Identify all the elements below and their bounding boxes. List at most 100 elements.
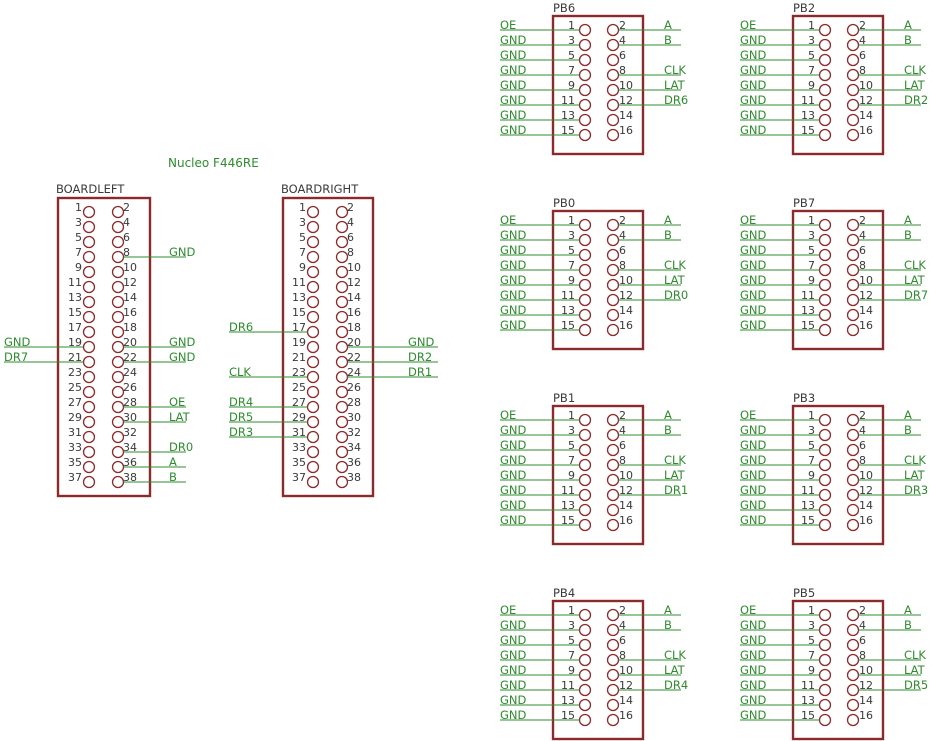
pin-15: [578, 323, 592, 337]
pin-number: 11: [561, 289, 575, 302]
net-label: GND: [740, 48, 767, 62]
net-label: GND: [740, 498, 767, 512]
pin-number: 11: [561, 679, 575, 692]
net-label: GND: [740, 273, 767, 287]
pin-9: [818, 278, 832, 292]
pin-number: 8: [859, 649, 866, 662]
pin-number: 37: [68, 471, 82, 484]
net-label: GND: [500, 243, 527, 257]
pin-number: 9: [808, 469, 815, 482]
pin-20: [111, 340, 125, 354]
pin-9: [818, 668, 832, 682]
net-label: B: [169, 470, 177, 484]
pin-number: 16: [619, 124, 633, 137]
pin-7: [578, 458, 592, 472]
pin-number: 4: [859, 34, 866, 47]
pin-number: 16: [859, 124, 873, 137]
net-label: OE: [500, 603, 516, 617]
pin-number: 4: [859, 619, 866, 632]
header-name: PB6: [553, 1, 575, 15]
pin-13: [578, 113, 592, 127]
net-label: GND: [408, 335, 435, 349]
pin-number: 13: [561, 499, 575, 512]
pin-number: 4: [619, 619, 626, 632]
net-label: GND: [500, 33, 527, 47]
pin-12: [606, 488, 620, 502]
pin-number: 23: [292, 366, 306, 379]
pin-8: [606, 653, 620, 667]
pin-2: [606, 218, 620, 232]
pin-number: 12: [347, 276, 361, 289]
pin-13: [578, 308, 592, 322]
net-label: LAT: [169, 410, 191, 424]
pin-number: 12: [619, 289, 633, 302]
pin-1: [578, 218, 592, 232]
pin-1: [818, 218, 832, 232]
pin-12: [846, 98, 860, 112]
net-label: GND: [169, 245, 196, 259]
net-label: GND: [740, 663, 767, 677]
pin-number: 10: [619, 274, 633, 287]
pin-number: 15: [561, 709, 575, 722]
pin-number: 7: [568, 259, 575, 272]
pin-11: [306, 280, 320, 294]
pin-number: 8: [859, 454, 866, 467]
net-label: GND: [740, 693, 767, 707]
header-body: [791, 14, 885, 156]
pin-number: 11: [561, 94, 575, 107]
pin-3: [82, 220, 96, 234]
pin-13: [818, 113, 832, 127]
pin-number: 2: [859, 19, 866, 32]
net-label: GND: [500, 273, 527, 287]
pin-4: [111, 220, 125, 234]
pin-7: [818, 68, 832, 82]
pin-16: [846, 713, 860, 727]
net-label: GND: [500, 228, 527, 242]
net-label: LAT: [904, 663, 926, 677]
net-label: GND: [740, 108, 767, 122]
pin-number: 10: [619, 664, 633, 677]
pin-number: 13: [801, 499, 815, 512]
pin-number: 6: [123, 231, 130, 244]
pin-35: [82, 460, 96, 474]
net-label: B: [904, 228, 912, 242]
pin-number: 24: [123, 366, 137, 379]
pin-13: [818, 503, 832, 517]
pin-16: [606, 518, 620, 532]
net-label: GND: [740, 483, 767, 497]
pin-14: [606, 113, 620, 127]
net-label: DR2: [904, 93, 928, 107]
pin-14: [846, 698, 860, 712]
pin-number: 11: [801, 484, 815, 497]
pin-number: 36: [347, 456, 361, 469]
net-label: GND: [500, 453, 527, 467]
pin-number: 10: [619, 469, 633, 482]
pin-2: [335, 205, 349, 219]
pin-number: 12: [859, 484, 873, 497]
net-label: CLK: [664, 453, 686, 467]
net-label: GND: [740, 303, 767, 317]
net-label: GND: [500, 438, 527, 452]
pin-number: 4: [859, 424, 866, 437]
pin-6: [846, 53, 860, 67]
pin-30: [111, 415, 125, 429]
pin-2: [606, 413, 620, 427]
pin-14: [846, 503, 860, 517]
pin-number: 10: [123, 261, 137, 274]
pin-4: [335, 220, 349, 234]
pin-number: 15: [561, 319, 575, 332]
net-label: GND: [740, 258, 767, 272]
pin-27: [306, 400, 320, 414]
pin-number: 9: [75, 261, 82, 274]
net-label: DR3: [229, 425, 253, 439]
pin-11: [578, 488, 592, 502]
pin-24: [111, 370, 125, 384]
pin-number: 9: [299, 261, 306, 274]
pin-11: [818, 98, 832, 112]
pin-number: 10: [619, 79, 633, 92]
net-label: GND: [500, 93, 527, 107]
pin-number: 32: [123, 426, 137, 439]
net-label: CLK: [229, 365, 251, 379]
